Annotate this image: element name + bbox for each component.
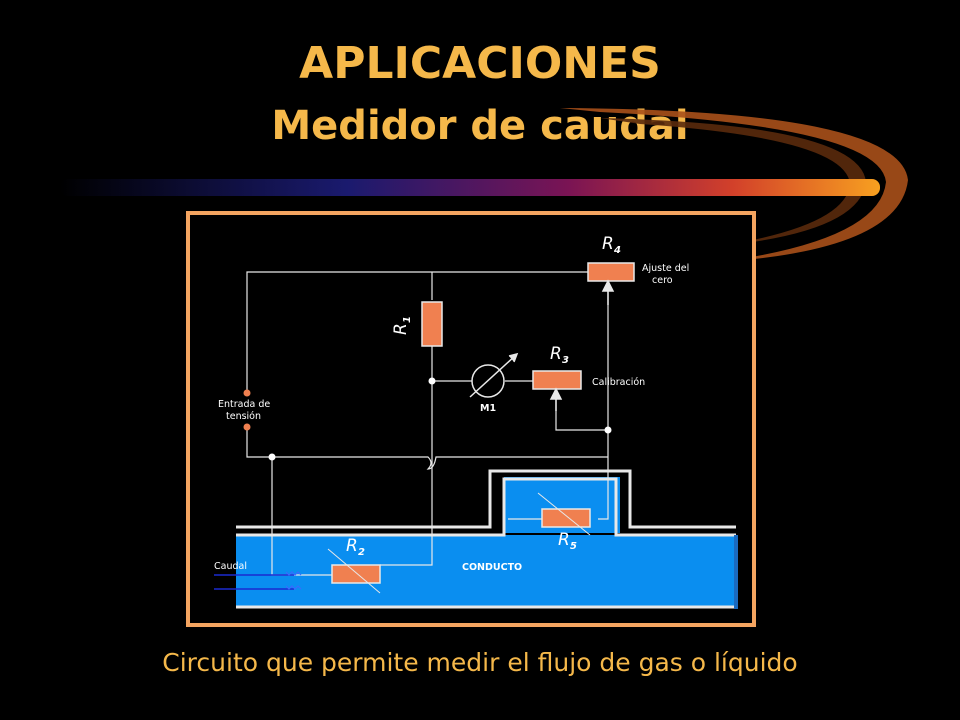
duct-label: CONDUCTO (462, 562, 522, 573)
duct-channel (236, 535, 736, 607)
r2-label: R 2 (346, 536, 365, 558)
r3-resistor (532, 370, 582, 390)
r4-label: R 4 (602, 234, 621, 256)
r1-label: R 1 (391, 316, 413, 335)
r2-resistor (331, 564, 381, 584)
duct-wall (236, 469, 736, 529)
voltage-input-terminal-top (243, 389, 251, 397)
voltage-input-label-2: tensión (226, 411, 261, 422)
r5-thermal-line (537, 492, 591, 536)
flowmeter-diagram: Ajuste del cero Calibración Entrada de t… (186, 211, 756, 627)
zero-adjust-label-1: Ajuste del (642, 263, 689, 274)
svg-text:1: 1 (402, 316, 413, 323)
decorative-swoosh (60, 108, 908, 262)
svg-text:R: R (558, 530, 570, 550)
flow-arrows (214, 574, 294, 590)
svg-text:2: 2 (358, 547, 365, 558)
junction-dots (268, 377, 612, 461)
voltage-input-label-1: Entrada de (218, 399, 270, 410)
svg-text:4: 4 (613, 245, 621, 256)
r3-label: R 3 (550, 344, 569, 366)
flow-arrow-heads (285, 571, 302, 590)
svg-text:R: R (602, 234, 614, 254)
r2-thermal-line (327, 548, 381, 594)
circuit-svg: Ajuste del cero Calibración Entrada de t… (214, 234, 738, 609)
voltage-input-terminal-bottom (243, 423, 251, 431)
meter-label: M1 (480, 403, 496, 414)
r1-resistor (421, 301, 443, 347)
duct-wall-inner (236, 477, 736, 537)
r4-wiper-arrow (601, 279, 615, 305)
svg-text:5: 5 (570, 541, 577, 552)
r3-wiper-arrow (549, 387, 563, 411)
slide-title: APLICACIONES (299, 38, 661, 89)
svg-text:R: R (346, 536, 358, 556)
slide-caption: Circuito que permite medir el flujo de g… (162, 648, 798, 677)
flow-label: Caudal (214, 561, 247, 572)
r4-resistor (587, 262, 635, 282)
r5-resistor (541, 508, 591, 528)
svg-text:R: R (391, 323, 411, 335)
meter-m1 (469, 352, 519, 398)
svg-text:R: R (550, 344, 562, 364)
zero-adjust-label-2: cero (652, 275, 673, 286)
calibration-label: Calibración (592, 377, 645, 388)
svg-text:3: 3 (562, 355, 569, 366)
r5-label: R 5 (558, 530, 577, 552)
